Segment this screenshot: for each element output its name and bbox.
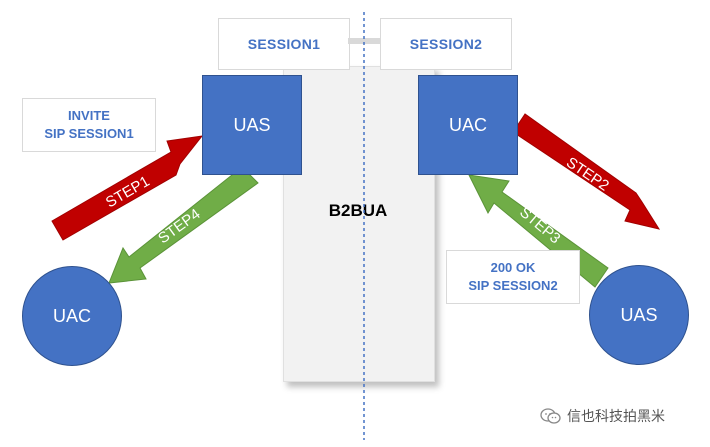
- step1-arrow: [51, 135, 204, 241]
- b2bua-panel: [283, 66, 435, 382]
- session2-box: SESSION2: [380, 18, 512, 70]
- invite-note-line2: SIP SESSION1: [44, 126, 134, 141]
- b2bua-label: B2BUA: [328, 201, 388, 220]
- ok-note-line1: 200 OK: [490, 260, 536, 275]
- watermark-text: 信也科技拍黑米: [567, 408, 665, 424]
- uas-square-node: UAS: [202, 75, 302, 175]
- ok-note: 200 OK SIP SESSION2: [446, 250, 580, 304]
- session-connector: [348, 38, 380, 44]
- watermark: 信也科技拍黑米: [540, 404, 665, 428]
- ok-note-line2: SIP SESSION2: [468, 278, 558, 293]
- session1-box: SESSION1: [218, 18, 350, 70]
- invite-note-line1: INVITE: [68, 108, 110, 123]
- wechat-icon: [540, 407, 562, 425]
- uas-circle-node: UAS: [589, 265, 689, 365]
- invite-note: INVITE SIP SESSION1: [22, 98, 156, 152]
- step4-arrow: [108, 166, 259, 284]
- uac-square-node: UAC: [418, 75, 518, 175]
- step2-arrow: [512, 113, 661, 230]
- uac-circle-node: UAC: [22, 266, 122, 366]
